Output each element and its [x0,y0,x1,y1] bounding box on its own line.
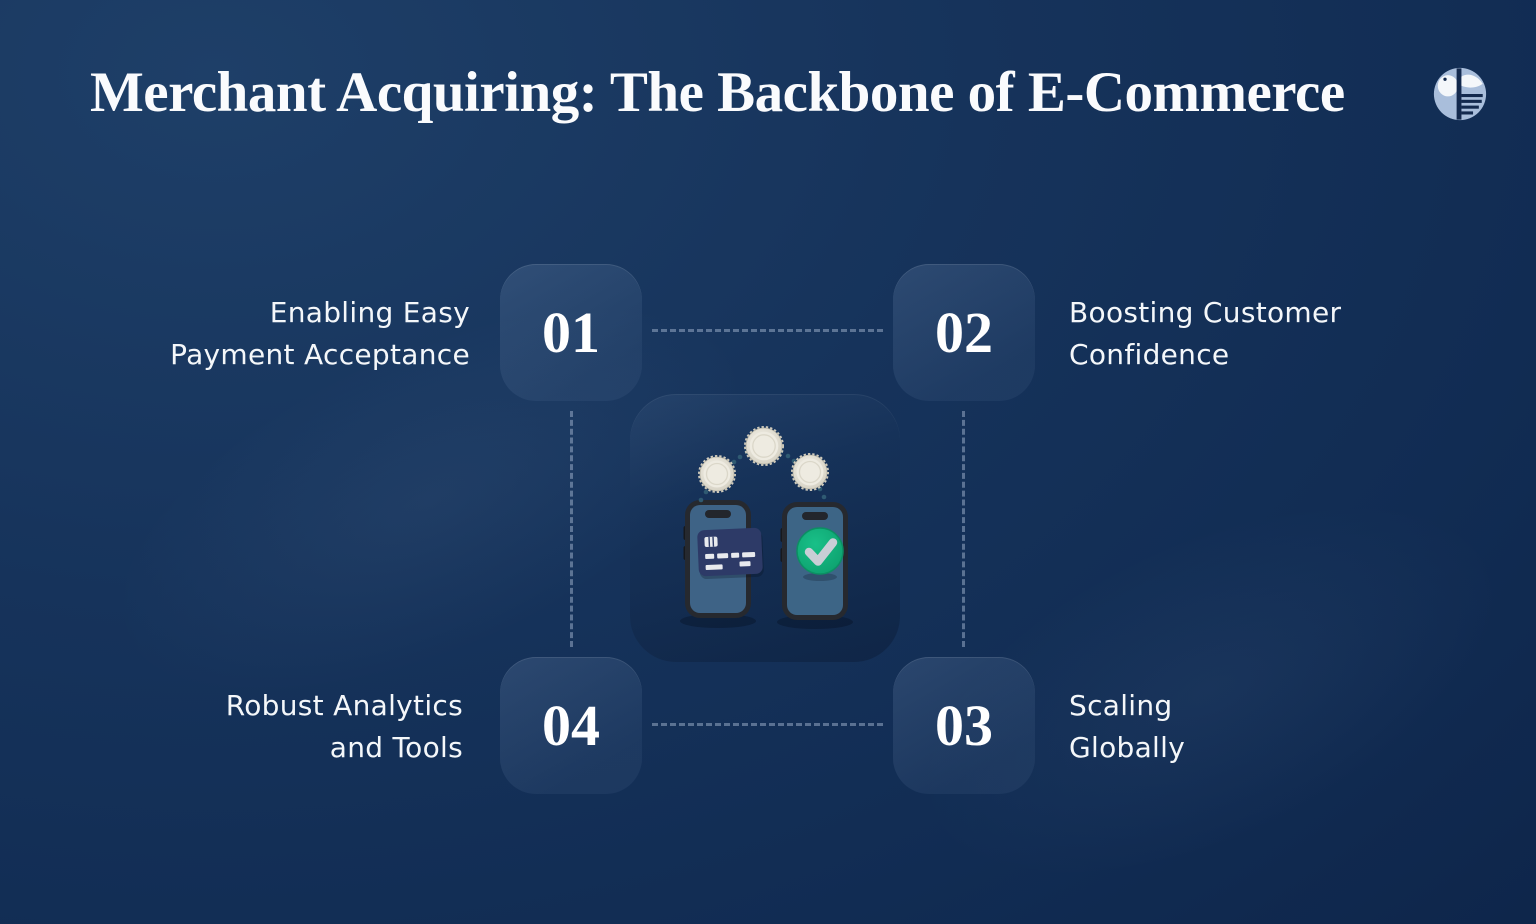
dashed-connector-top [652,329,883,332]
company-logo-icon [1431,65,1489,123]
step-label-02: Boosting Customer Confidence [1069,292,1429,376]
credit-card-icon [697,527,764,580]
dashed-connector-bottom [652,723,883,726]
coin-icon [790,453,829,491]
dashed-connector-left [570,411,573,647]
step-label-line: Robust Analytics [225,689,463,722]
step-number-04: 04 [542,693,600,758]
step-label-line: and Tools [329,731,463,764]
step-number-02: 02 [935,300,993,365]
step-card-01: 01 [500,264,642,401]
step-label-03: Scaling Globally [1069,685,1429,769]
step-label-line: Confidence [1069,338,1230,371]
step-label-line: Globally [1069,731,1186,764]
coin-icon [697,455,736,493]
step-number-01: 01 [542,300,600,365]
phones-payment-illustration [680,426,853,629]
step-label-line: Payment Acceptance [170,338,470,371]
checkmark-icon [796,527,844,581]
step-label-04: Robust Analytics and Tools [103,685,463,769]
step-label-01: Enabling Easy Payment Acceptance [110,292,470,376]
payment-illustration-tile [630,394,900,662]
step-number-03: 03 [935,693,993,758]
step-card-03: 03 [893,657,1035,794]
step-card-02: 02 [893,264,1035,401]
dashed-connector-right [962,411,965,647]
page-title: Merchant Acquiring: The Backbone of E-Co… [90,61,1345,124]
step-card-04: 04 [500,657,642,794]
step-label-line: Scaling [1069,689,1173,722]
step-label-line: Enabling Easy [269,296,470,329]
step-label-line: Boosting Customer [1069,296,1342,329]
coin-icon [743,426,784,466]
